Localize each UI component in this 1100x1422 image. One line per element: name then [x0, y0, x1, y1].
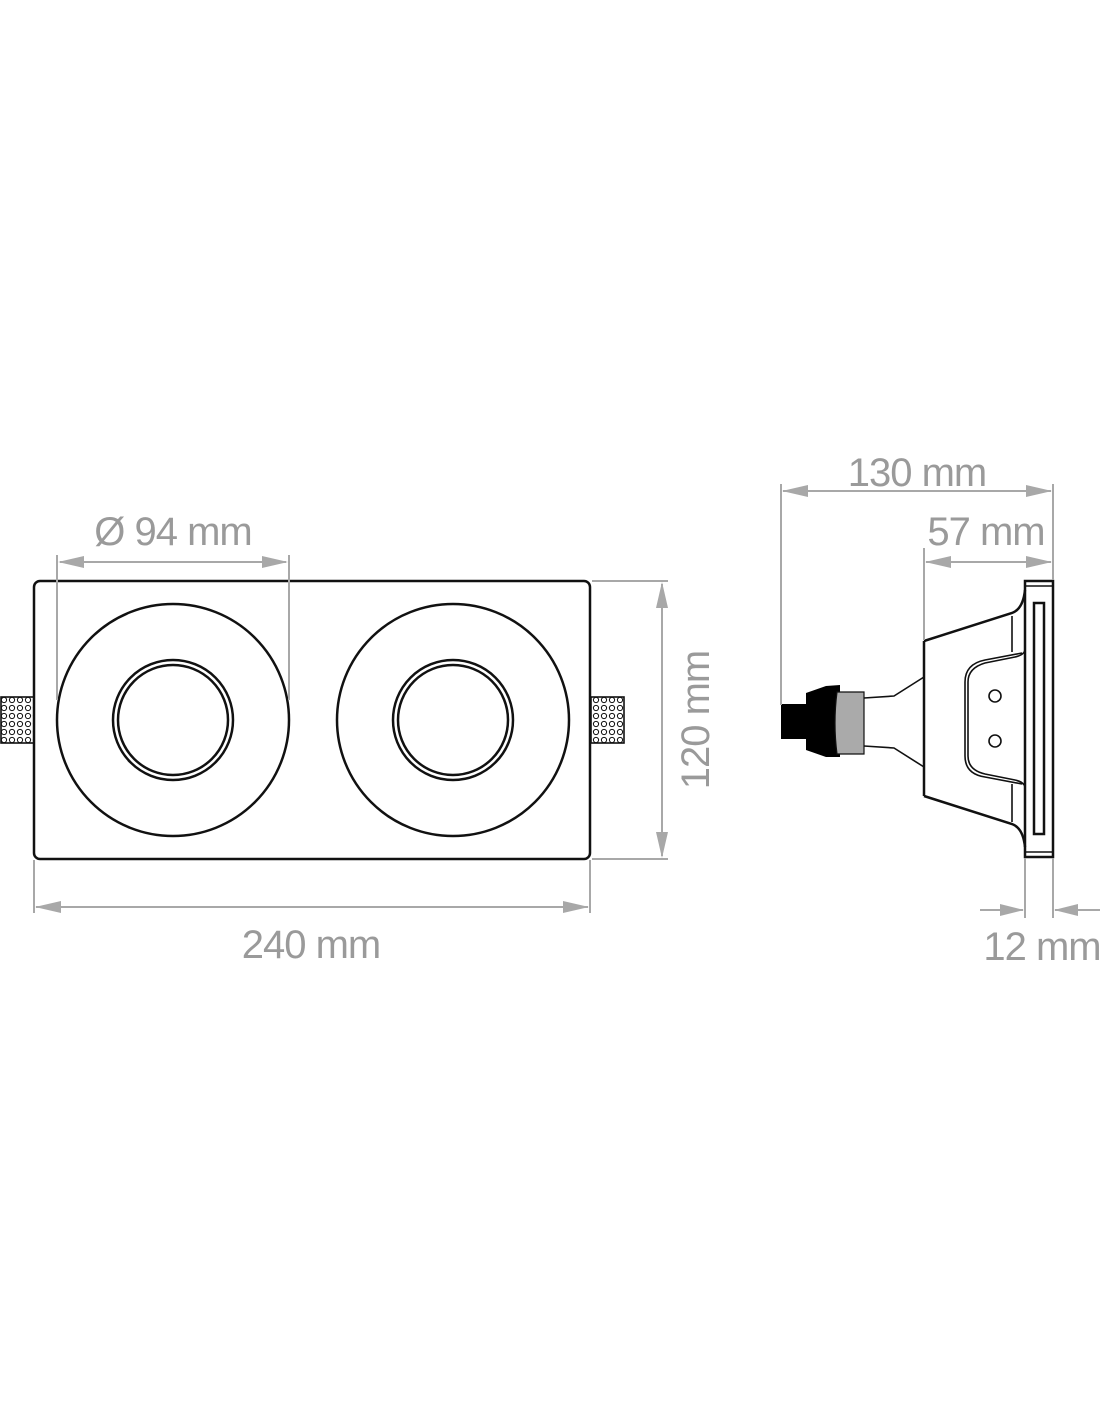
right-spring-clip	[590, 696, 625, 744]
screw-hole-icon	[988, 689, 1002, 703]
depth-dimension: 130 mm	[780, 451, 1054, 705]
side-view	[781, 579, 1055, 859]
right-spot-ring	[335, 602, 571, 838]
body-depth-label: 57 mm	[927, 510, 1044, 554]
width-label: 240 mm	[242, 923, 381, 967]
flange	[1023, 579, 1055, 859]
housing-body	[922, 589, 1027, 848]
left-spring-clip	[0, 696, 35, 744]
flange-dimension: 12 mm	[980, 858, 1100, 969]
body-depth-dimension: 57 mm	[923, 510, 1052, 640]
front-view	[0, 579, 625, 861]
width-dimension: 240 mm	[33, 860, 591, 967]
diameter-dimension: Ø 94 mm	[56, 510, 290, 700]
diameter-label: Ø 94 mm	[94, 510, 251, 554]
depth-label: 130 mm	[848, 451, 987, 495]
left-spot-ring	[55, 602, 291, 838]
screw-hole-icon	[988, 734, 1002, 748]
height-label: 120 mm	[674, 651, 718, 790]
flange-label: 12 mm	[983, 925, 1100, 969]
height-dimension: 120 mm	[592, 580, 718, 860]
frame-outline	[32, 579, 592, 861]
cable-connector	[781, 676, 925, 768]
